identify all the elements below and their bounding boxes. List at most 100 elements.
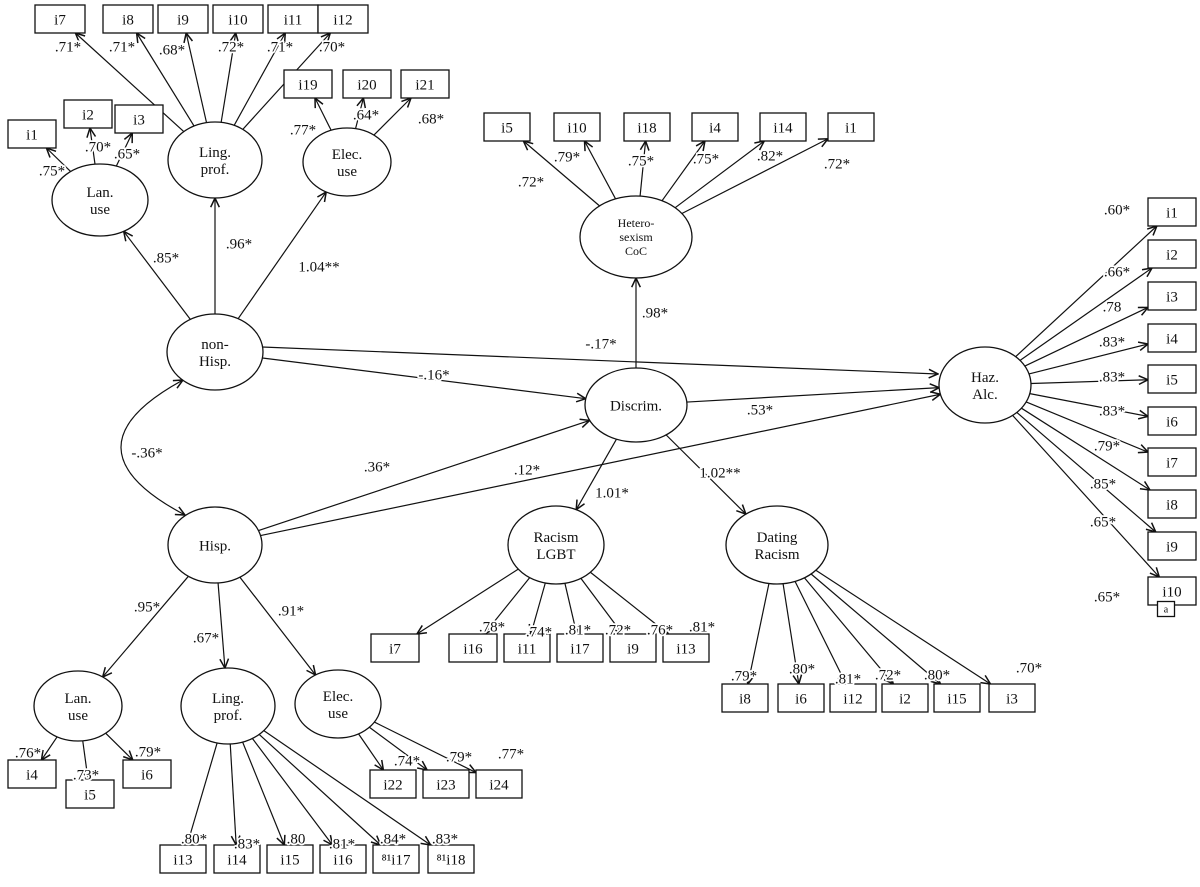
indicator-nh_i9: i9 <box>157 4 209 34</box>
latent-elec_use_h: Elec.use <box>294 669 382 739</box>
edge-ling_prof_nh-nh_i9 <box>186 33 208 123</box>
coef-dating_racism-dr_i6: .80* <box>789 661 815 677</box>
latent-non_hisp: non-Hisp. <box>166 313 264 391</box>
edge-elec_use_nh-nh_i19 <box>315 98 332 131</box>
label-rl_i13: i13 <box>676 641 695 657</box>
edge-hisp-non_hisp <box>120 380 185 515</box>
label-nh_i7: i7 <box>54 12 66 28</box>
coef-dating_racism-dr_i15: .80* <box>924 667 950 683</box>
indicator-nh_i10: i10 <box>212 4 264 34</box>
edge-ling_prof_h-hp_i13 <box>187 742 218 845</box>
edge-labels-layer: .85*.96*1.04**-.17*-.16*-.36*.36*.12*.98… <box>13 38 1132 855</box>
indicator-nh_i1: i1 <box>7 119 57 149</box>
label-elec_use_nh: Elec.use <box>332 147 362 180</box>
edge-racism_lgbt-rl_i16 <box>484 577 531 634</box>
indicator-rl_i7: i7 <box>370 633 420 663</box>
coef-racism_lgbt-rl_i7: .78* <box>479 619 505 635</box>
label-haz_alc: Haz.Alc. <box>971 370 999 403</box>
coef-non_hisp-haz_alc: -.17* <box>585 336 616 352</box>
coef-non_hisp-lan_use_nh: .85* <box>153 250 179 266</box>
label-hz_i8: i8 <box>1166 497 1178 513</box>
label-nh_i11: i11 <box>284 12 303 28</box>
coef-dating_racism-dr_i12: .81* <box>835 671 861 687</box>
edge-elec_use_nh-nh_i21 <box>373 98 411 136</box>
label-hz_i3: i3 <box>1166 289 1178 305</box>
indicator-dr_i8: i8 <box>721 683 769 713</box>
edge-dating_racism-dr_i3 <box>815 569 991 684</box>
edge-heterosexism-hc_i14 <box>674 141 764 209</box>
label-hc_i5: i5 <box>501 120 513 136</box>
edge-racism_lgbt-rl_i11 <box>531 582 546 634</box>
coef-heterosexism-hc_i18: .75* <box>628 153 654 169</box>
edge-haz_alc-hz_i3 <box>1024 307 1148 367</box>
label-non_hisp: non-Hisp. <box>199 337 231 370</box>
label-hl_i4: i4 <box>26 767 38 783</box>
coef-heterosexism-hc_i14: .82* <box>757 148 783 164</box>
label-rl_i7: i7 <box>389 641 401 657</box>
edge-dating_racism-dr_i8 <box>748 583 770 684</box>
edge-dating_racism-dr_i12 <box>794 581 846 684</box>
indicator-dr_i12: i12 <box>829 683 877 713</box>
coef-discrim-heterosexism: .98* <box>642 305 668 321</box>
label-hp_i15: i15 <box>280 852 299 868</box>
label-hp_i16: i16 <box>333 852 353 868</box>
label-rl_i9: i9 <box>627 641 639 657</box>
indicator-hc_i1: i1 <box>827 112 875 142</box>
indicator-rl_i17: i17 <box>556 633 604 663</box>
nodes-layer: Lan.useLing.prof.Elec.usenon-Hisp.Hetero… <box>7 4 1197 874</box>
label-hl_i6: i6 <box>141 767 153 783</box>
edge-heterosexism-hc_i18 <box>639 141 646 197</box>
indicator-nh_i12: i12 <box>317 4 369 34</box>
coef-lan_use_h-hl_i4: .76* <box>15 745 41 761</box>
edge-ling_prof_h-hp_i17 <box>258 733 380 845</box>
edge-lan_use_nh-nh_i1 <box>46 148 72 172</box>
indicator-hl_i4: i4 <box>7 759 57 789</box>
label-rl_i16: i16 <box>463 641 483 657</box>
coef-haz_alc-hz_i7: .79* <box>1094 438 1120 454</box>
latent-discrim: Discrim. <box>584 367 688 443</box>
edge-haz_alc-hz_i10 <box>1012 414 1160 577</box>
coef-lan_use_h-hl_i6: .79* <box>135 744 161 760</box>
indicator-hz_i9: i9 <box>1147 531 1197 561</box>
edge-hisp-haz_alc <box>260 394 941 537</box>
label-dr_i3: i3 <box>1006 691 1018 707</box>
edge-haz_alc-hz_i5 <box>1030 380 1148 384</box>
edge-ling_prof_nh-nh_i11 <box>233 33 285 126</box>
label-nh_i20: i20 <box>357 77 376 93</box>
edge-ling_prof_h-hp_i14 <box>229 743 236 845</box>
label-nh_i10: i10 <box>228 12 247 28</box>
latent-elec_use_nh: Elec.use <box>302 127 392 197</box>
label-he_i24: i24 <box>489 777 509 793</box>
label-dr_i6: i6 <box>795 691 807 707</box>
edge-non_hisp-discrim <box>262 357 585 399</box>
edges-layer <box>41 33 1159 845</box>
label-nh_i8: i8 <box>122 12 134 28</box>
edge-non_hisp-haz_alc <box>261 346 938 374</box>
label-hisp: Hisp. <box>199 538 231 554</box>
indicator-nh_i11: i11 <box>267 4 319 34</box>
label-hz_i5: i5 <box>1166 372 1178 388</box>
indicator-hc_i4: i4 <box>691 112 739 142</box>
indicator-hl_i5: i5 <box>65 779 115 809</box>
label-lan_use_h: Lan.use <box>64 691 91 724</box>
edge-dating_racism-dr_i2 <box>804 577 893 684</box>
edge-racism_lgbt-rl_i17 <box>564 583 577 634</box>
edge-ling_prof_nh-nh_i7 <box>75 33 185 133</box>
label-dr_i2: i2 <box>899 691 911 707</box>
label-hz_i2: i2 <box>1166 247 1178 263</box>
coef-ling_prof_h-hp_i13: .80* <box>181 831 207 847</box>
edge-haz_alc-hz_i4 <box>1028 344 1148 375</box>
indicator-dr_i3: i3 <box>988 683 1036 713</box>
label-hz_i7: i7 <box>1166 455 1178 471</box>
indicator-hz_i10: i10 <box>1147 576 1197 606</box>
coef-haz_alc-hz_i6: .83* <box>1099 403 1125 419</box>
edge-racism_lgbt-rl_i7 <box>417 568 519 634</box>
indicator-hz_i4: i4 <box>1147 323 1197 353</box>
edge-lan_use_nh-nh_i3 <box>115 133 132 167</box>
edge-haz_alc-hz_i8 <box>1021 407 1150 490</box>
label-nh_i9: i9 <box>177 12 189 28</box>
